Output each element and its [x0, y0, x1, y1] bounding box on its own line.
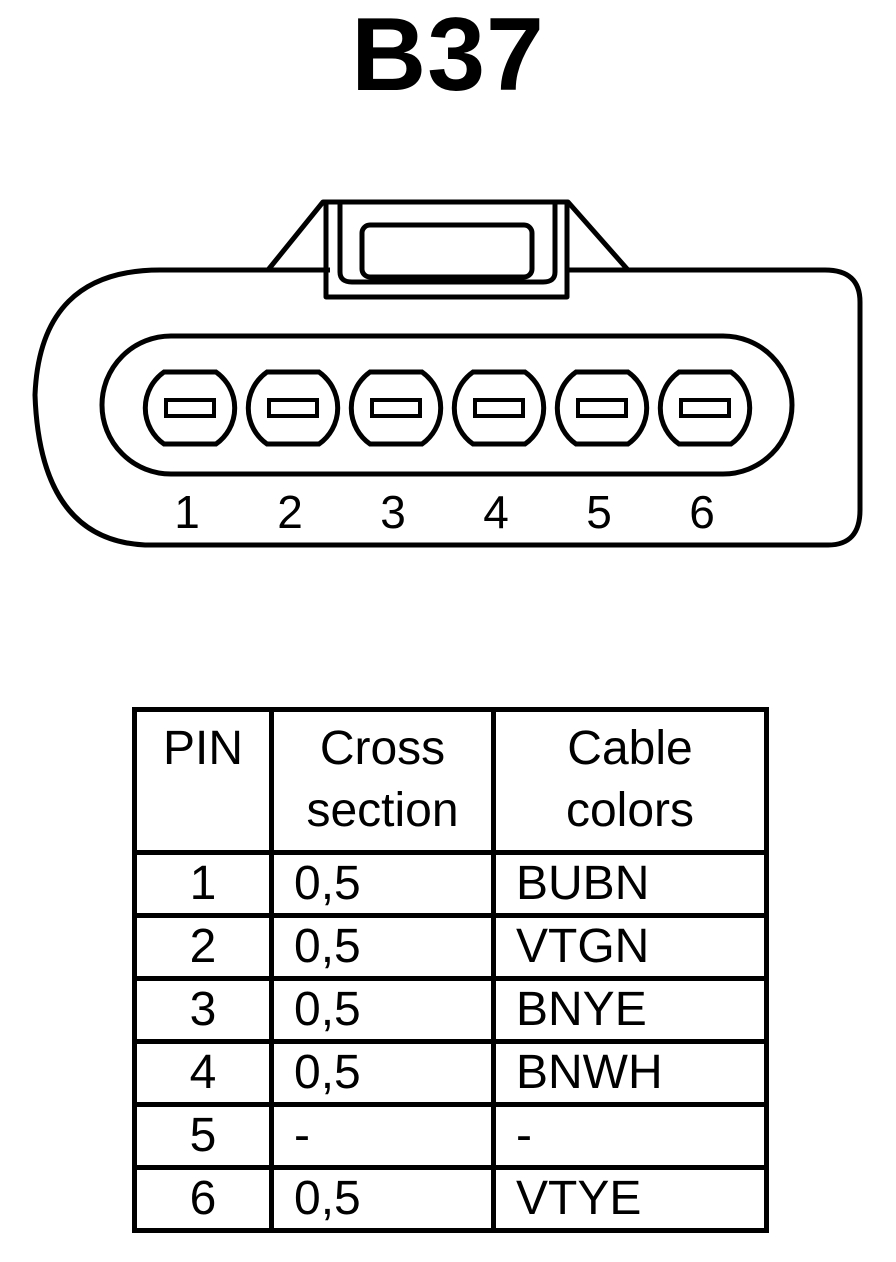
pin-4 — [451, 369, 547, 447]
cable-color-value: VTYE — [491, 1165, 769, 1233]
pin-cavity-frame — [99, 333, 795, 477]
pin-label-1: 1 — [174, 486, 200, 538]
pin-label-3: 3 — [380, 486, 406, 538]
cross-section-value: 0,5 — [269, 1165, 496, 1233]
pin-value: 3 — [132, 976, 274, 1044]
pin-2 — [245, 369, 341, 447]
pin-slot — [164, 398, 216, 418]
connector-title: B37 — [351, 0, 545, 113]
pin-label-6: 6 — [689, 486, 715, 538]
pin-value: 6 — [132, 1165, 274, 1233]
cable-color-value: BUBN — [491, 850, 769, 918]
pin-label-4: 4 — [483, 486, 509, 538]
cable-color-value: VTGN — [491, 913, 769, 981]
pin-value: 4 — [132, 1039, 274, 1107]
pin-slot — [473, 398, 525, 418]
pin-label-2: 2 — [277, 486, 303, 538]
cross-section-value: - — [269, 1102, 496, 1170]
header-cable-colors: Cable colors — [491, 707, 769, 855]
pin-1 — [142, 369, 238, 447]
pin-slot — [370, 398, 422, 418]
connector-housing — [32, 267, 863, 548]
pin-label-5: 5 — [586, 486, 612, 538]
pin-value: 5 — [132, 1102, 274, 1170]
connector-diagram: 1 2 3 4 5 6 — [32, 199, 863, 548]
pin-5 — [554, 369, 650, 447]
pin-slot — [679, 398, 731, 418]
pin-slot — [267, 398, 319, 418]
cross-section-value: 0,5 — [269, 1039, 496, 1107]
table-header-row: PIN Cross section Cable colors — [132, 707, 769, 855]
table-row: 5-- — [132, 1102, 769, 1170]
cable-color-value: BNYE — [491, 976, 769, 1044]
cable-color-value: BNWH — [491, 1039, 769, 1107]
latch — [266, 199, 630, 300]
cross-section-value: 0,5 — [269, 976, 496, 1044]
pin-value: 1 — [132, 850, 274, 918]
pin-6 — [657, 369, 753, 447]
pin-value: 2 — [132, 913, 274, 981]
header-pin: PIN — [132, 707, 274, 855]
cable-color-value: - — [491, 1102, 769, 1170]
cross-section-value: 0,5 — [269, 850, 496, 918]
pin-3 — [348, 369, 444, 447]
cross-section-value: 0,5 — [269, 913, 496, 981]
pin-slot — [576, 398, 628, 418]
header-cross-section: Cross section — [269, 707, 496, 855]
